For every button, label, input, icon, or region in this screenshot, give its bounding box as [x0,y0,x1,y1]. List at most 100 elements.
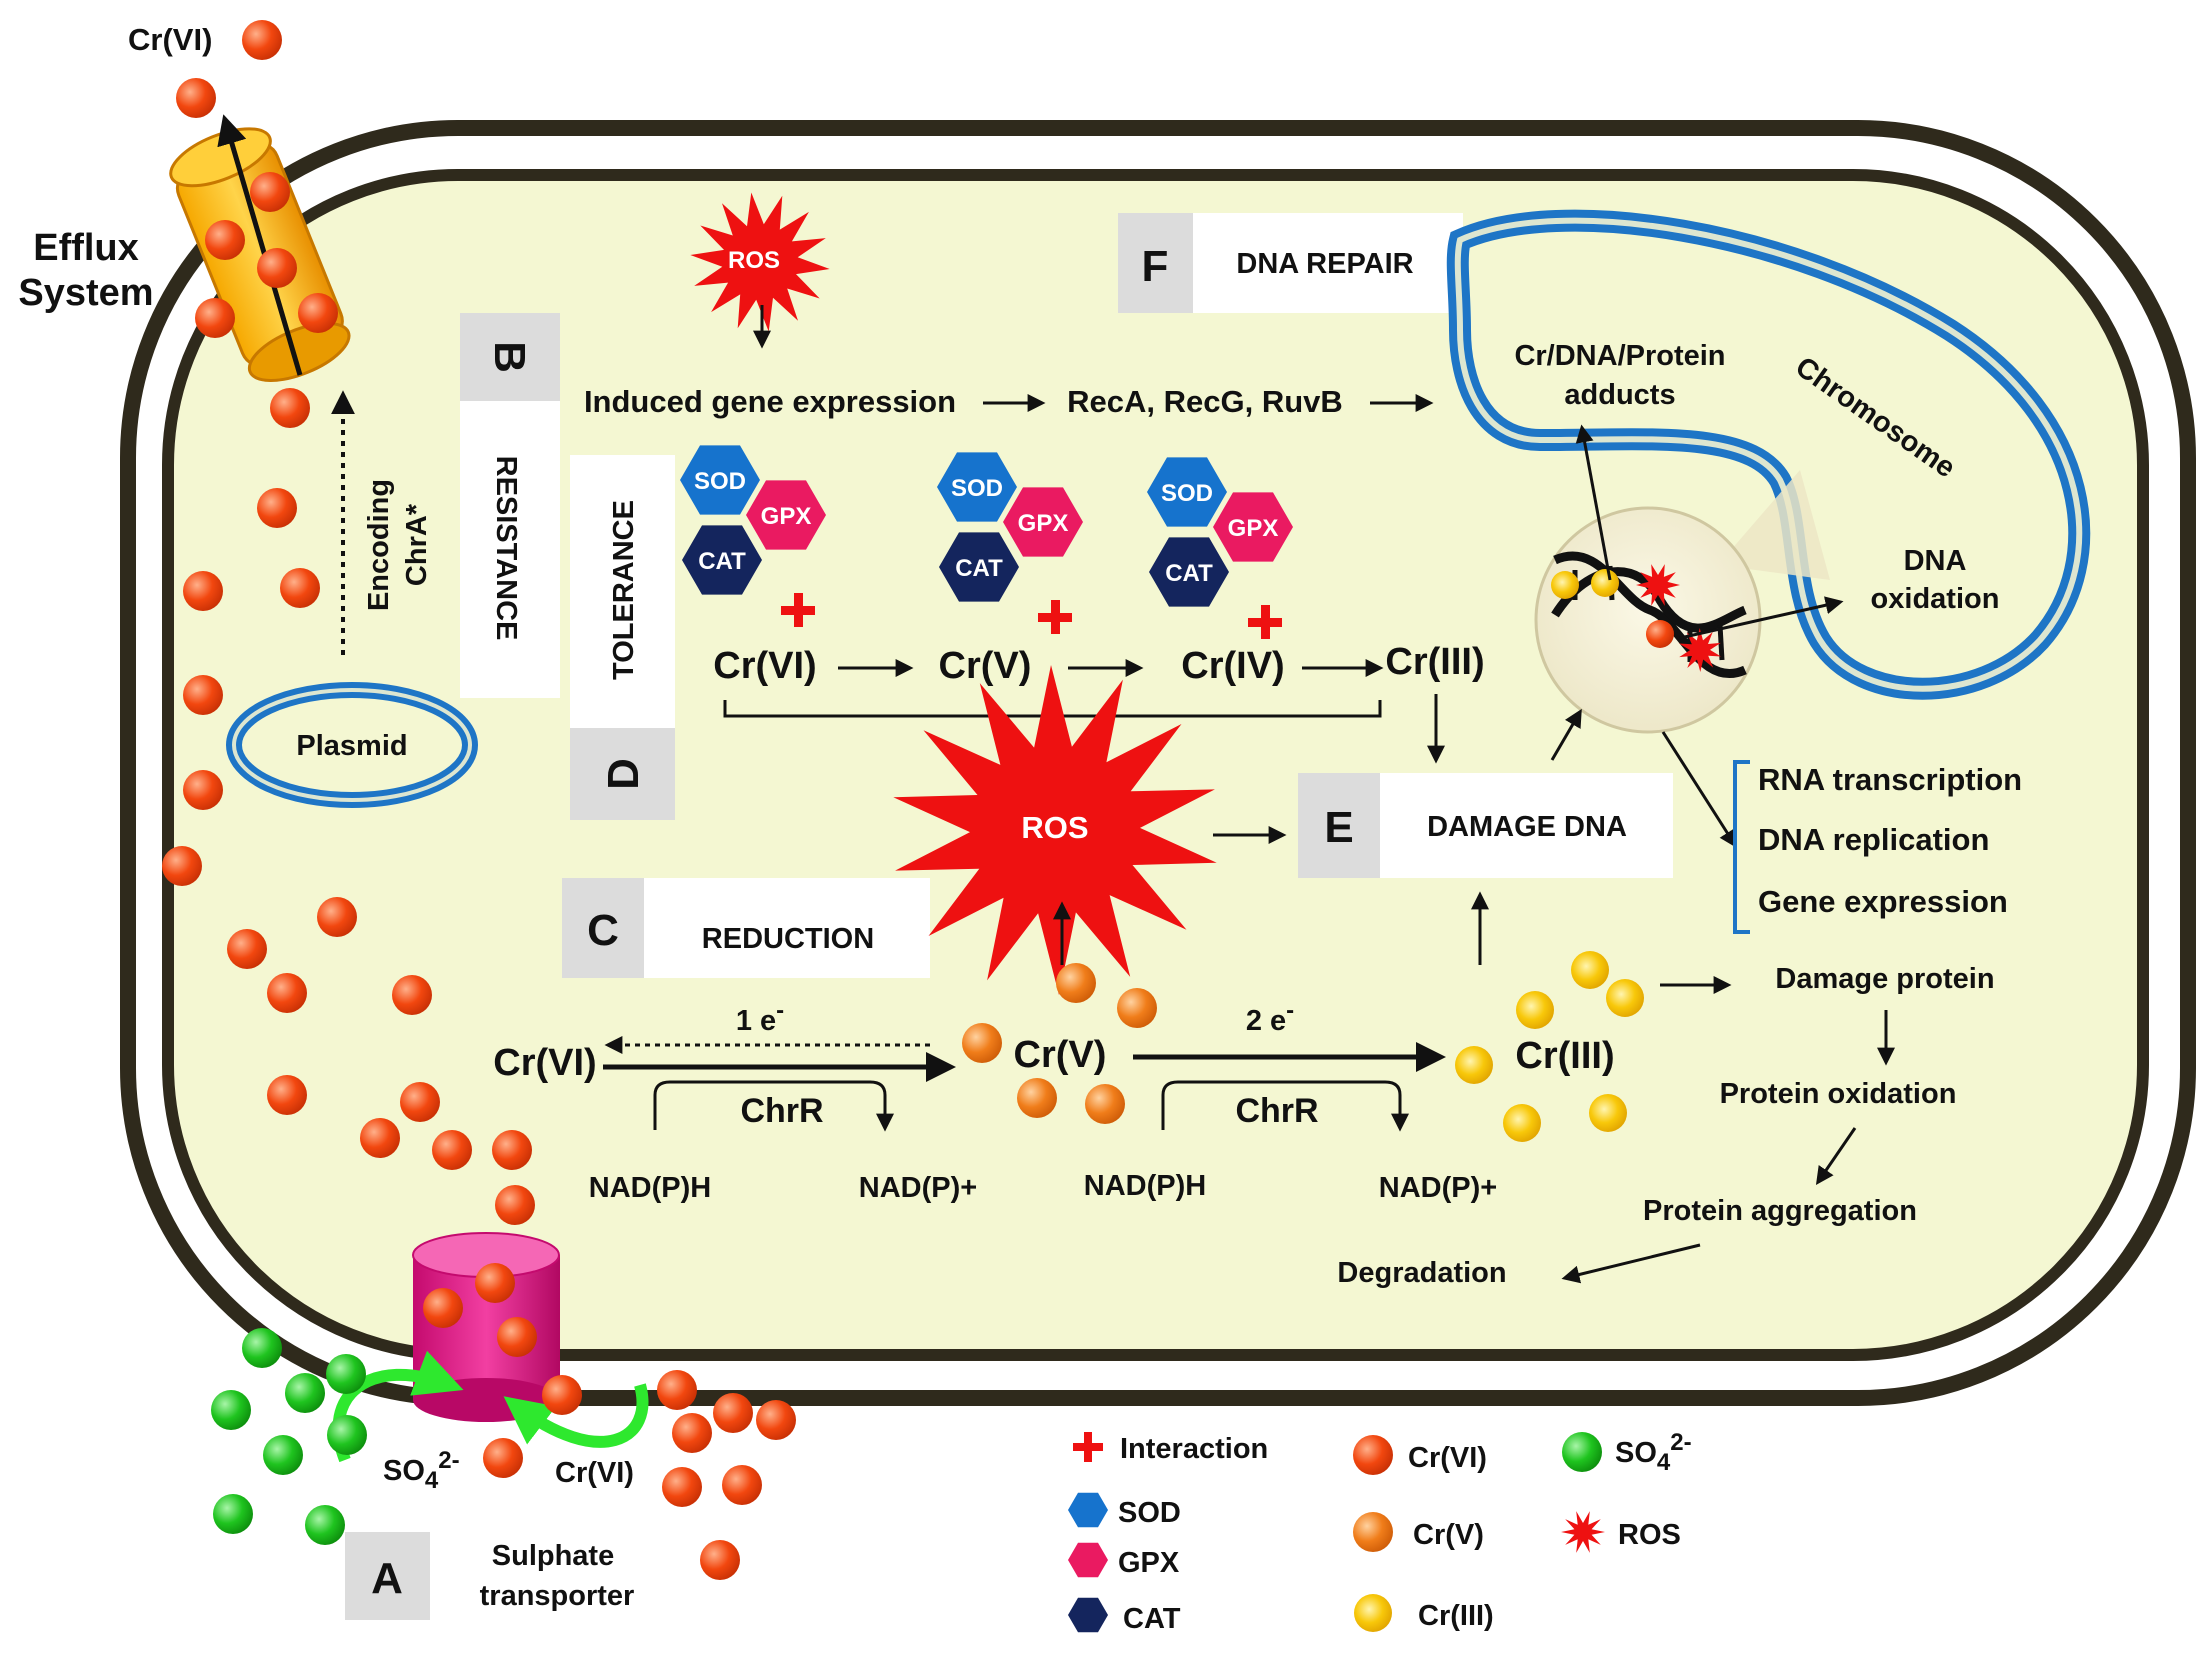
so4-particle [327,1415,367,1455]
cr6-particle [400,1082,440,1122]
cr6-particle [713,1393,753,1433]
cr6-particle [497,1317,537,1357]
chrr-arrow-2 [1161,1080,1409,1132]
efflux-arrow [217,114,303,376]
cat-label: CAT [698,548,746,575]
dna-replication-label: DNA replication [1758,822,1989,857]
cr6-transport-label: Cr(VI) [555,1457,634,1489]
legend-cr5: Cr(V) [1413,1519,1484,1551]
efflux-label-2: System [18,272,153,314]
cr6-uptake-arrow [503,1383,649,1448]
cr6-particle [432,1130,472,1170]
cr3-particle [1589,1094,1627,1132]
legend-cr3-dot [1354,1594,1392,1632]
so4-particle [211,1390,251,1430]
so4-particle [263,1435,303,1475]
legend-so4: SO42- [1615,1429,1692,1476]
cat-label: CAT [1165,560,1213,587]
ros-burst-icon [1636,564,1680,606]
hexagon-icon [1068,1597,1108,1633]
legend-cr3: Cr(III) [1418,1600,1494,1632]
cr6-particle [483,1438,523,1478]
cr6-particle [227,929,267,969]
damage-protein-label: Damage protein [1775,963,1994,995]
so4-particle [285,1373,325,1413]
sulphate-transporter [412,1232,560,1422]
legend-sod: SOD [1118,1497,1181,1529]
arrow-dna-to-effects [1661,731,1737,849]
nadp-label-2: NAD(P)+ [1379,1172,1497,1204]
letter-box-f [1118,213,1193,313]
nadp-label-1: NAD(P)+ [859,1172,977,1204]
dna-oxidation-label-1: DNA [1904,545,1967,577]
ros-burst-icon [893,665,1217,995]
gpx-hexagon-icon [746,480,826,550]
sulphate-label-1: Sulphate [492,1540,614,1572]
tolerance-label: TOLERANCE [608,500,640,680]
cr3-particle [1516,991,1554,1029]
sulphate-label-2: transporter [480,1580,635,1612]
arrow-to-protein-aggregation [1815,1127,1857,1185]
hexagon-icon [1068,1492,1108,1528]
chain-cr5-label: Cr(V) [939,645,1032,687]
cr3-particle [1455,1046,1493,1084]
two-electron-label: 2 e- [1246,997,1294,1037]
dna-repair-label: DNA REPAIR [1236,248,1413,280]
chain-cr6-label: Cr(VI) [713,645,816,687]
plus-icon [1073,1432,1103,1462]
cr6-particle [183,675,223,715]
cr6-particle [280,568,320,608]
cr6-particle [267,973,307,1013]
arrow-to-adducts [1575,424,1612,581]
cr5-particle [1017,1078,1057,1118]
resistance-label: RESISTANCE [490,456,522,641]
so4-transport-label: SO42- [383,1447,460,1494]
cr3-particle [1503,1104,1541,1142]
chrr-label-2: ChrR [1235,1092,1318,1130]
dna-oxidation-label-2: oxidation [1871,583,2000,615]
plus-icon [1038,600,1072,634]
legend-gpx: GPX [1118,1547,1180,1579]
gpx-hexagon-icon [1213,492,1293,562]
cr6-particle [176,78,216,118]
cr6-particle [392,975,432,1015]
plus-icon [781,593,815,627]
letter-box-a [345,1532,430,1620]
cr6-particle [657,1370,697,1410]
sod-label: SOD [1161,480,1213,507]
cr6-particle [267,1075,307,1115]
letter-a: A [371,1554,403,1603]
nadph-label-1: NAD(P)H [589,1172,711,1204]
cr6-particle [475,1263,515,1303]
cr6-particle [662,1467,702,1507]
protein-aggregation-label: Protein aggregation [1643,1195,1917,1227]
cr6-particle [257,488,297,528]
cr6-particle [205,220,245,260]
plus-icon [1248,605,1282,639]
legend-so4-dot [1562,1432,1602,1472]
chain-cr3-label: Cr(III) [1385,641,1484,683]
arrow-damage-to-dna [1550,708,1582,761]
gpx-hexagon-icon [1003,487,1083,557]
letter-box-b [460,313,560,401]
legend-interaction: Interaction [1120,1433,1268,1465]
cr6-particle [722,1465,762,1505]
cr5-particle [1085,1084,1125,1124]
so4-particle [242,1328,282,1368]
red-cr5-label: Cr(V) [1014,1034,1107,1076]
arrow-to-oxidation [1679,596,1844,640]
protein-oxidation-label: Protein oxidation [1720,1078,1957,1110]
cr6-particle [183,571,223,611]
cr6-particle [672,1413,712,1453]
ros-small-label: ROS [728,247,780,274]
legend: Interaction SOD GPX CAT Cr(VI) Cr(V) Cr(… [1068,1429,1692,1635]
letter-b: B [485,341,534,373]
ros-burst-icon [1561,1511,1605,1553]
rec-proteins-label: RecA, RecG, RuvB [1067,384,1343,419]
letter-box-e [1298,773,1380,878]
sod-label: SOD [951,475,1003,502]
sod-hexagon-icon [1147,457,1227,527]
chrr-arrow-1 [653,1080,894,1132]
